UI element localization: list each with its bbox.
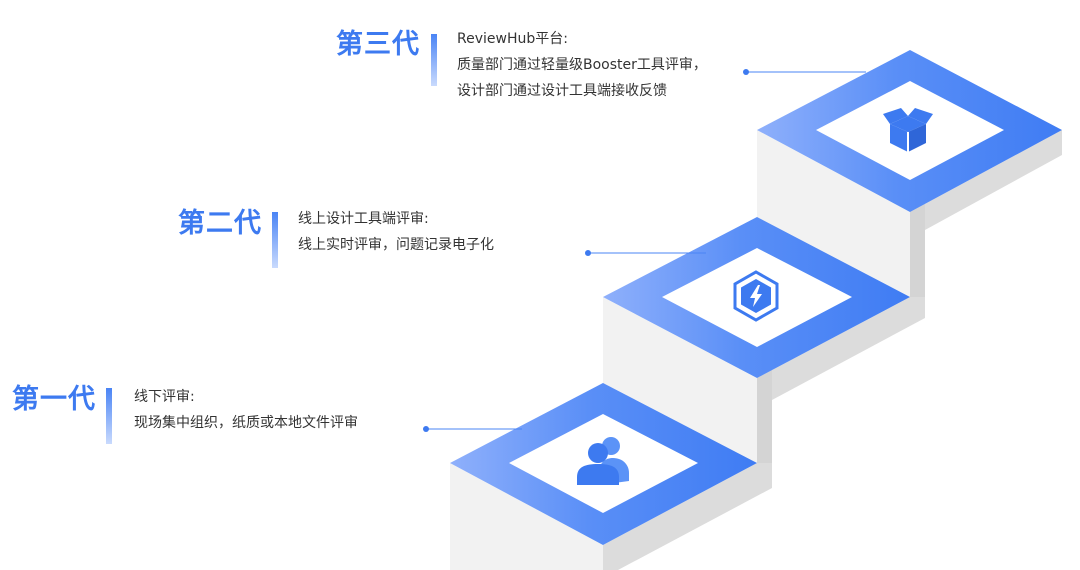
gen2-line-1: 线上设计工具端评审:: [298, 211, 429, 227]
riser-front-2: [603, 297, 757, 466]
gen3-line-2: 质量部门通过轻量级Booster工具评审，: [457, 57, 707, 73]
box-icon: [883, 108, 933, 152]
lightning-hexagon-icon: [733, 270, 779, 322]
gen2-accent-bar: [272, 212, 278, 268]
gen3-line-3: 设计部门通过设计工具端接收反馈: [457, 83, 667, 99]
riser-side-1: [603, 463, 772, 570]
gen1-description: 线下评审: 现场集中组织，纸质或本地文件评审: [134, 384, 358, 436]
riser-front-3: [757, 130, 910, 300]
gen1-line-1: 线下评审:: [134, 389, 195, 405]
gen3-description: ReviewHub平台: 质量部门通过轻量级Booster工具评审， 设计部门通…: [457, 26, 707, 104]
gen3-accent-bar: [431, 34, 437, 86]
stair-risers: [450, 130, 1062, 570]
users-icon: [577, 437, 629, 485]
riser-side-2: [757, 297, 925, 400]
riser-wall-3: [910, 204, 925, 300]
riser-side-3: [910, 130, 1062, 230]
gen1-accent-bar: [106, 388, 112, 444]
gen2-title: 第二代: [178, 208, 262, 239]
connector-2: [585, 250, 706, 256]
gen1-line-2: 现场集中组织，纸质或本地文件评审: [134, 415, 358, 431]
gen2-line-2: 线上实时评审，问题记录电子化: [298, 237, 494, 253]
gen1-title: 第一代: [12, 384, 96, 415]
riser-wall-2: [757, 370, 772, 466]
connector-1: [423, 426, 522, 432]
gen3-line-1: ReviewHub平台:: [457, 31, 568, 47]
gen2-description: 线上设计工具端评审: 线上实时评审，问题记录电子化: [298, 206, 494, 258]
connector-3: [743, 69, 866, 75]
riser-front-1: [450, 463, 603, 570]
gen3-title: 第三代: [336, 29, 420, 60]
